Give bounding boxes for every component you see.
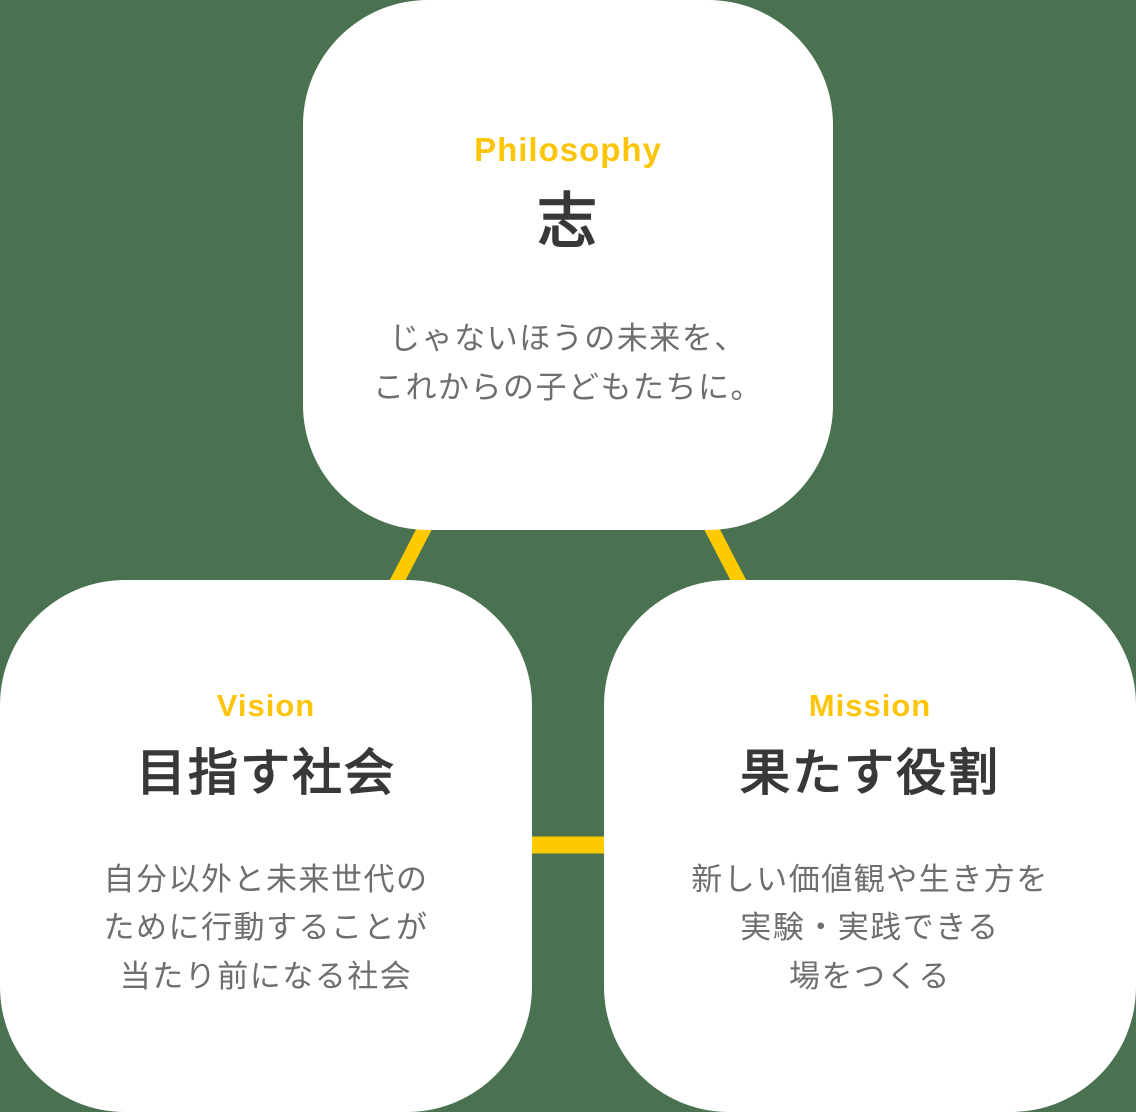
mission-body-line: 場をつくる bbox=[789, 959, 951, 995]
mission-heading: 果たす役割 bbox=[740, 745, 1000, 801]
vision-body-line: 自分以外と未来世代の bbox=[103, 861, 429, 897]
mission-label: Mission bbox=[808, 688, 932, 723]
vision-label: Vision bbox=[216, 688, 316, 723]
mission-body-line: 実験・実践できる bbox=[740, 910, 1000, 946]
philosophy-body-line: じゃないほうの未来を、 bbox=[389, 321, 747, 356]
vision-body-line: 当たり前になる社会 bbox=[119, 959, 413, 995]
mission-body-line: 新しい価値観や生き方を bbox=[691, 861, 1049, 897]
vision-body: 自分以外と未来世代の ために行動することが 当たり前になる社会 bbox=[104, 856, 429, 1003]
philosophy-label: Philosophy bbox=[474, 131, 662, 168]
philosophy-body: じゃないほうの未来を、 これからの子どもたちに。 bbox=[373, 315, 763, 413]
mission-card: Mission 果たす役割 新しい価値観や生き方を 実験・実践できる 場をつくる bbox=[604, 580, 1136, 1112]
mission-body: 新しい価値観や生き方を 実験・実践できる 場をつくる bbox=[691, 856, 1049, 1003]
philosophy-card: Philosophy 志 じゃないほうの未来を、 これからの子どもたちに。 bbox=[303, 0, 833, 530]
vision-heading: 目指す社会 bbox=[136, 745, 396, 801]
philosophy-heading: 志 bbox=[537, 188, 599, 255]
philosophy-body-line: これからの子どもたちに。 bbox=[373, 369, 763, 405]
vision-body-line: ために行動することが bbox=[103, 910, 429, 946]
vision-card: Vision 目指す社会 自分以外と未来世代の ために行動することが 当たり前に… bbox=[0, 580, 532, 1112]
